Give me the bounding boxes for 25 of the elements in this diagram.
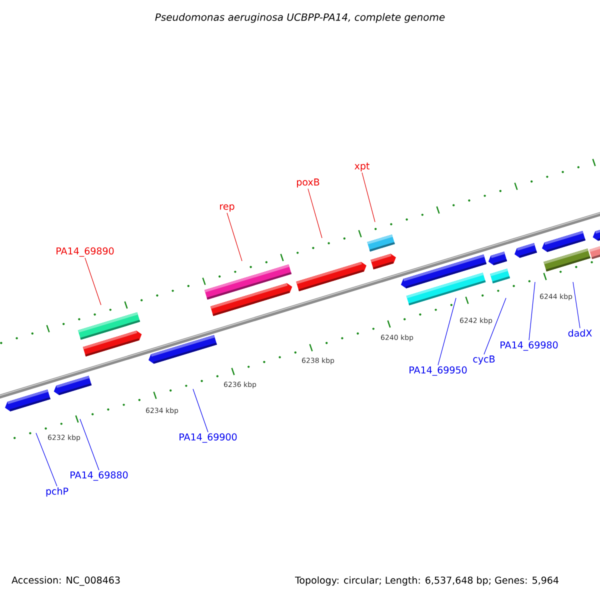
leader-line bbox=[362, 172, 376, 222]
leader-line bbox=[528, 282, 536, 340]
gene-label: dadX bbox=[568, 329, 592, 337]
gene-label: pchP bbox=[46, 487, 68, 497]
gene-label: PA14_69890 bbox=[56, 247, 114, 257]
leader-line bbox=[484, 298, 506, 355]
gene-label: cycB bbox=[473, 356, 495, 364]
leader-line bbox=[192, 388, 208, 432]
leader-line bbox=[80, 418, 100, 470]
gene-label: PA14_69900 bbox=[180, 433, 237, 443]
gene-label: poxB bbox=[297, 178, 320, 188]
gene-label: rep bbox=[220, 204, 234, 212]
footer-text: Accession: NC_008463 bbox=[12, 576, 120, 586]
footer-text: Topology: circular; Length: 6,537,648 bp; Genes: 5,964 bbox=[295, 576, 558, 586]
leader-line bbox=[438, 298, 456, 366]
leader-line bbox=[226, 212, 242, 262]
leader-line bbox=[84, 258, 102, 306]
gene-label: xpt bbox=[354, 162, 370, 172]
gene-label: PA14_69880 bbox=[70, 471, 128, 481]
gene-label: PA14_69950 bbox=[410, 366, 467, 376]
leader-line bbox=[572, 282, 580, 328]
gene-label: PA14_69980 bbox=[500, 341, 558, 351]
leader-line bbox=[36, 432, 58, 486]
title: Pseudomonas aeruginosa UCBPP-PA14, complete genome bbox=[155, 13, 445, 23]
leader-line bbox=[308, 188, 322, 238]
